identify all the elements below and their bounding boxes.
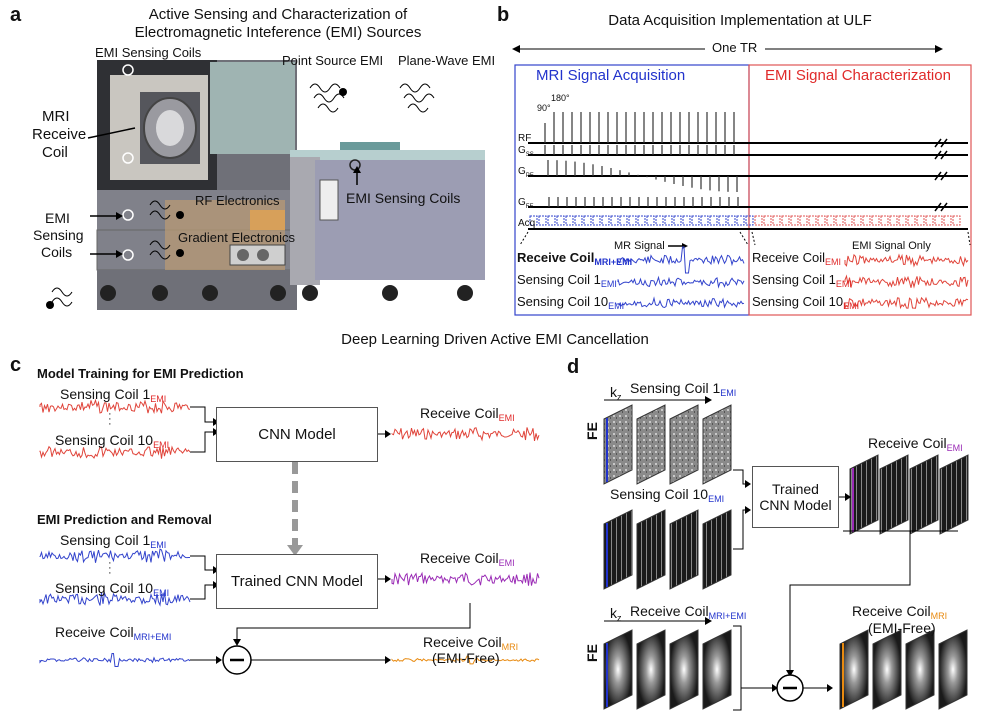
row-gss-label: GSS (518, 145, 534, 158)
c-receive-mri: Receive CoilMRI (423, 634, 519, 652)
emi-sensing-coils-right-label: EMI Sensing Coils (346, 190, 461, 206)
d-receive-mri: Receive CoilMRI (852, 603, 948, 621)
row-acq-label: Acq (518, 218, 536, 229)
c-sensing1-bottom: Sensing Coil 1EMI (60, 532, 167, 550)
d-fe-top: FE (583, 422, 600, 440)
d-sensing10: Sensing Coil 10EMI (610, 486, 725, 504)
row-gpe-label: GPE (518, 166, 534, 179)
emi-signal-only-label: EMI Signal Only (852, 240, 931, 252)
one-tr-label: One TR (712, 40, 758, 55)
gradient-electronics-label: Gradient Electronics (178, 230, 296, 245)
d-fe-bottom: FE (583, 644, 600, 662)
panel-c-letter: c (10, 354, 22, 376)
d-trained-cnn-line2: CNN Model (759, 497, 832, 513)
d-receive-mri-emi: Receive CoilMRI+EMI (630, 603, 747, 621)
scanner-illustration (46, 60, 485, 310)
d-kz-top: kz (610, 384, 622, 402)
b-left-trace-3-label: Sensing Coil 10EMI (517, 294, 625, 311)
panel-d-letter: d (567, 356, 580, 378)
mri-signal-acquisition-label: MRI Signal Acquisition (536, 67, 686, 84)
mri-receive-coil-label-2: Receive (32, 126, 87, 143)
angle-180-label: 180° (551, 93, 570, 103)
c-receive-emi-bottom: Receive CoilEMI (420, 550, 515, 568)
panel-c-diagram (39, 398, 540, 675)
panel-a-letter: a (10, 4, 22, 26)
row-gfe-label: GFE (518, 197, 534, 210)
d-trained-cnn-line1: Trained (772, 481, 819, 497)
d-sensing1: Sensing Coil 1EMI (630, 380, 737, 398)
c-sensing10-top: Sensing Coil 10EMI (55, 432, 170, 450)
emi-sensing-coils-top-label: EMI Sensing Coils (95, 45, 202, 60)
d-emi-free: (EMI-Free) (868, 620, 936, 636)
d-kz-bottom: kz (610, 605, 622, 623)
panel-a-title-2: Electromagnetic Inteference (EMI) Source… (134, 24, 422, 41)
mri-receive-coil-label-3: Coil (42, 144, 68, 161)
mri-receive-coil-label-1: MRI (42, 108, 70, 125)
emi-signal-characterization-label: EMI Signal Characterization (765, 67, 951, 84)
b-left-trace-1-label: Receive CoilMRI+EMI (517, 250, 633, 267)
emi-sensing-coils-left-1: EMI (45, 210, 70, 226)
b-right-trace-2-label: Sensing Coil 1EMI (752, 272, 852, 289)
section-title: Deep Learning Driven Active EMI Cancella… (341, 331, 649, 348)
b-left-trace-2-label: Sensing Coil 1EMI (517, 272, 617, 289)
c-sensing1-top: Sensing Coil 1EMI (60, 386, 167, 404)
c-vdots-top: ··· (108, 408, 112, 430)
c-receive-emi-top: Receive CoilEMI (420, 405, 515, 423)
plane-wave-emi-label: Plane-Wave EMI (398, 53, 496, 68)
point-source-emi-label: Point Source EMI (282, 53, 384, 68)
trained-cnn-model-box: Trained CNN Model (216, 554, 378, 609)
b-right-trace-3-label: Sensing Coil 10EMI (752, 294, 860, 311)
c-emi-free: (EMI-Free) (432, 650, 500, 666)
c-receive-mri-emi: Receive CoilMRI+EMI (55, 624, 172, 642)
training-title: Model Training for EMI Prediction (37, 366, 244, 381)
rf-electronics-label: RF Electronics (195, 193, 280, 208)
emi-sensing-coils-left-3: Coils (41, 244, 73, 260)
c-vdots-bottom: ··· (108, 557, 112, 579)
panel-b-letter: b (497, 4, 510, 26)
panel-b-title: Data Acquisition Implementation at ULF (608, 12, 872, 29)
d-receive-emi: Receive CoilEMI (868, 435, 963, 453)
angle-90-label: 90° (537, 103, 551, 113)
c-sensing10-bottom: Sensing Coil 10EMI (55, 580, 170, 598)
d-trained-cnn-box: Trained CNN Model (752, 466, 839, 528)
pulse-sequence (512, 45, 972, 316)
panel-a-title-1: Active Sensing and Characterization of (148, 6, 408, 23)
prediction-title: EMI Prediction and Removal (37, 512, 212, 527)
b-right-trace-1-label: Receive CoilEMI (752, 250, 841, 267)
row-rf-label: RF (518, 133, 532, 144)
mr-signal-label: MR Signal (614, 240, 665, 252)
emi-sensing-coils-left-2: Sensing (33, 227, 84, 243)
cnn-model-box: CNN Model (216, 407, 378, 462)
